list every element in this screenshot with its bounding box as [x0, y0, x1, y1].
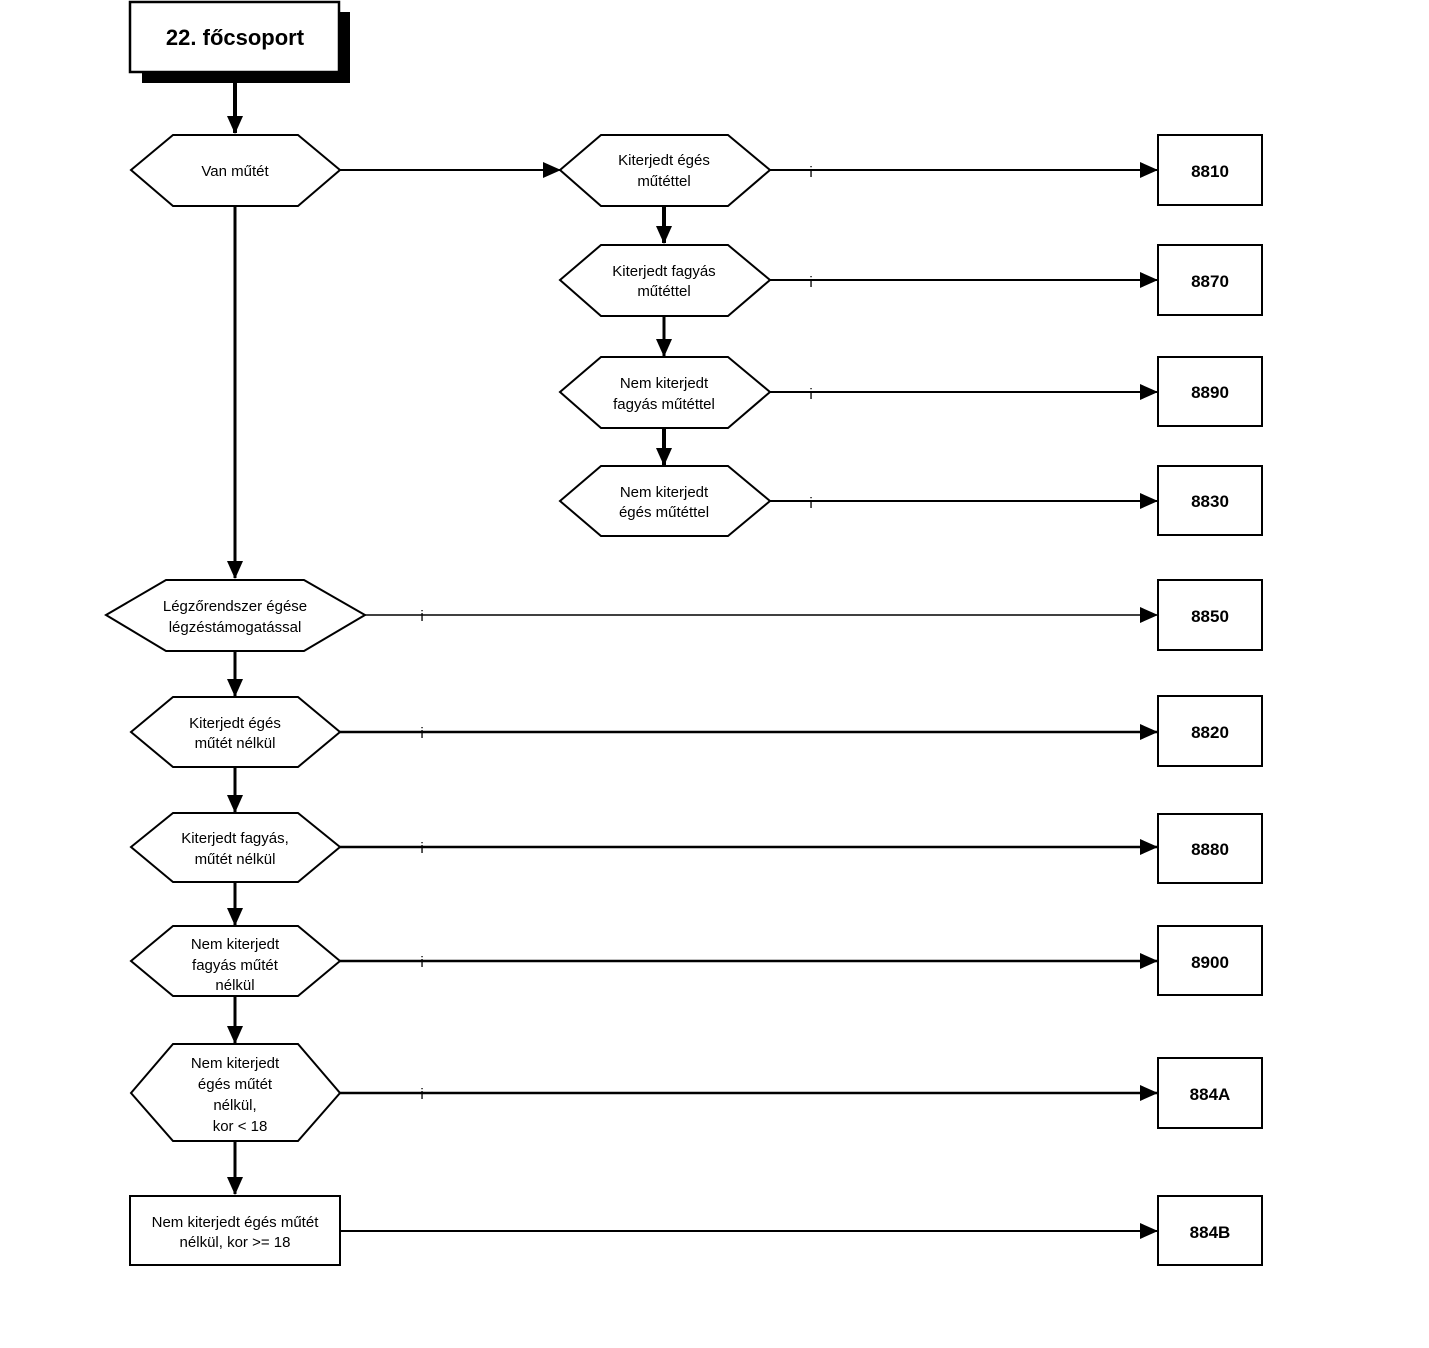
title-box: 22. főcsoport — [128, 0, 350, 83]
code-box-8810: 8810 — [1157, 134, 1263, 206]
code-box-8850: 8850 — [1157, 579, 1263, 651]
edge-label-8870: i — [809, 274, 812, 291]
svg-text:8890: 8890 — [1191, 383, 1229, 402]
code-box-8900: 8900 — [1157, 925, 1263, 996]
svg-text:8830: 8830 — [1191, 492, 1229, 511]
svg-text:8820: 8820 — [1191, 723, 1229, 742]
code-box-8820: 8820 — [1157, 695, 1263, 767]
code-boxes: 8810 8870 8890 8830 8850 8820 8880 8900 … — [1157, 134, 1263, 1266]
edge-label-8900: i — [420, 954, 423, 971]
svg-text:8810: 8810 — [1191, 162, 1229, 181]
svg-text:Kiterjedt fagyás,műtét nélkül: Kiterjedt fagyás,műtét nélkül — [181, 830, 289, 868]
code-box-8880: 8880 — [1157, 813, 1263, 884]
decision-text: Van műtét — [201, 163, 269, 180]
edge-label-8810: i — [809, 164, 812, 181]
svg-text:884B: 884B — [1190, 1223, 1231, 1242]
edge-labels: i i i i i i i i i — [420, 164, 812, 1103]
svg-text:8870: 8870 — [1191, 272, 1229, 291]
code-box-884A: 884A — [1157, 1057, 1263, 1129]
edge-label-884A: i — [420, 1086, 423, 1103]
svg-text:884A: 884A — [1190, 1085, 1231, 1104]
edge-label-8880: i — [420, 840, 423, 857]
code-box-884B: 884B — [1157, 1195, 1263, 1266]
edge-label-8820: i — [420, 725, 423, 742]
decision-van-mutet: Van műtét — [129, 134, 342, 207]
decision-kiterjedt-fagyas-mutet-nelkul: Kiterjedt fagyás,műtét nélkül — [129, 812, 342, 883]
svg-text:8900: 8900 — [1191, 953, 1229, 972]
svg-text:8850: 8850 — [1191, 607, 1229, 626]
edge-label-8830: i — [809, 495, 812, 512]
edges — [227, 83, 1158, 1239]
code-box-8830: 8830 — [1157, 465, 1263, 536]
code-box-8870: 8870 — [1157, 244, 1263, 316]
svg-text:8880: 8880 — [1191, 840, 1229, 859]
title-text: 22. főcsoport — [166, 25, 305, 50]
edge-label-8890: i — [809, 386, 812, 403]
edge-label-8850: i — [420, 608, 423, 625]
code-box-8890: 8890 — [1157, 356, 1263, 427]
